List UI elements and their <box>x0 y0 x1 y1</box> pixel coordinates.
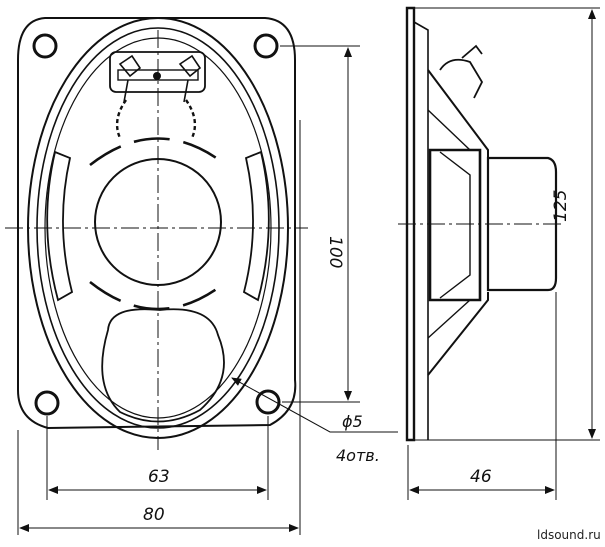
dim-label-125: 125 <box>551 190 571 222</box>
side-basket-lower <box>427 292 489 376</box>
dim-label-100: 100 <box>325 236 345 268</box>
terminal-lug-left <box>118 54 142 103</box>
front-dimensions <box>17 45 398 535</box>
front-frame-outline <box>17 17 297 430</box>
side-pole-upper <box>439 151 471 299</box>
side-view <box>398 6 565 442</box>
front-view <box>5 17 308 450</box>
window-left <box>46 150 74 302</box>
dim-label-63: 63 <box>148 467 170 487</box>
mounting-hole-top-left <box>32 33 58 59</box>
terminal-center-rivet <box>153 72 161 80</box>
slot-arc-top <box>89 137 227 167</box>
side-magnet-cup <box>486 156 558 292</box>
lead-wire-right <box>185 99 197 139</box>
watermark: ldsound.ru <box>537 528 601 542</box>
dim-label-80: 80 <box>143 505 165 525</box>
lead-wire-left <box>115 99 127 139</box>
side-basket-inner-upper <box>427 109 471 151</box>
window-right <box>242 150 270 302</box>
terminal-lug-right <box>178 54 202 103</box>
side-magnet-plate <box>428 148 482 302</box>
dim-label-46: 46 <box>470 467 492 487</box>
side-dimensions <box>407 7 600 500</box>
side-terminal <box>439 44 484 99</box>
hole-leader <box>231 377 398 433</box>
side-basket-upper <box>427 69 489 160</box>
mounting-hole-bottom-right <box>255 389 281 415</box>
mounting-hole-top-right <box>253 33 279 59</box>
side-basket-inner-lower <box>427 299 471 339</box>
side-flange-lip <box>413 21 429 440</box>
hole-count-note: 4отв. <box>336 446 380 465</box>
mounting-hole-bottom-left <box>34 390 60 416</box>
hole-diameter-note: ϕ5 <box>342 412 363 431</box>
bottom-opening <box>101 308 225 423</box>
